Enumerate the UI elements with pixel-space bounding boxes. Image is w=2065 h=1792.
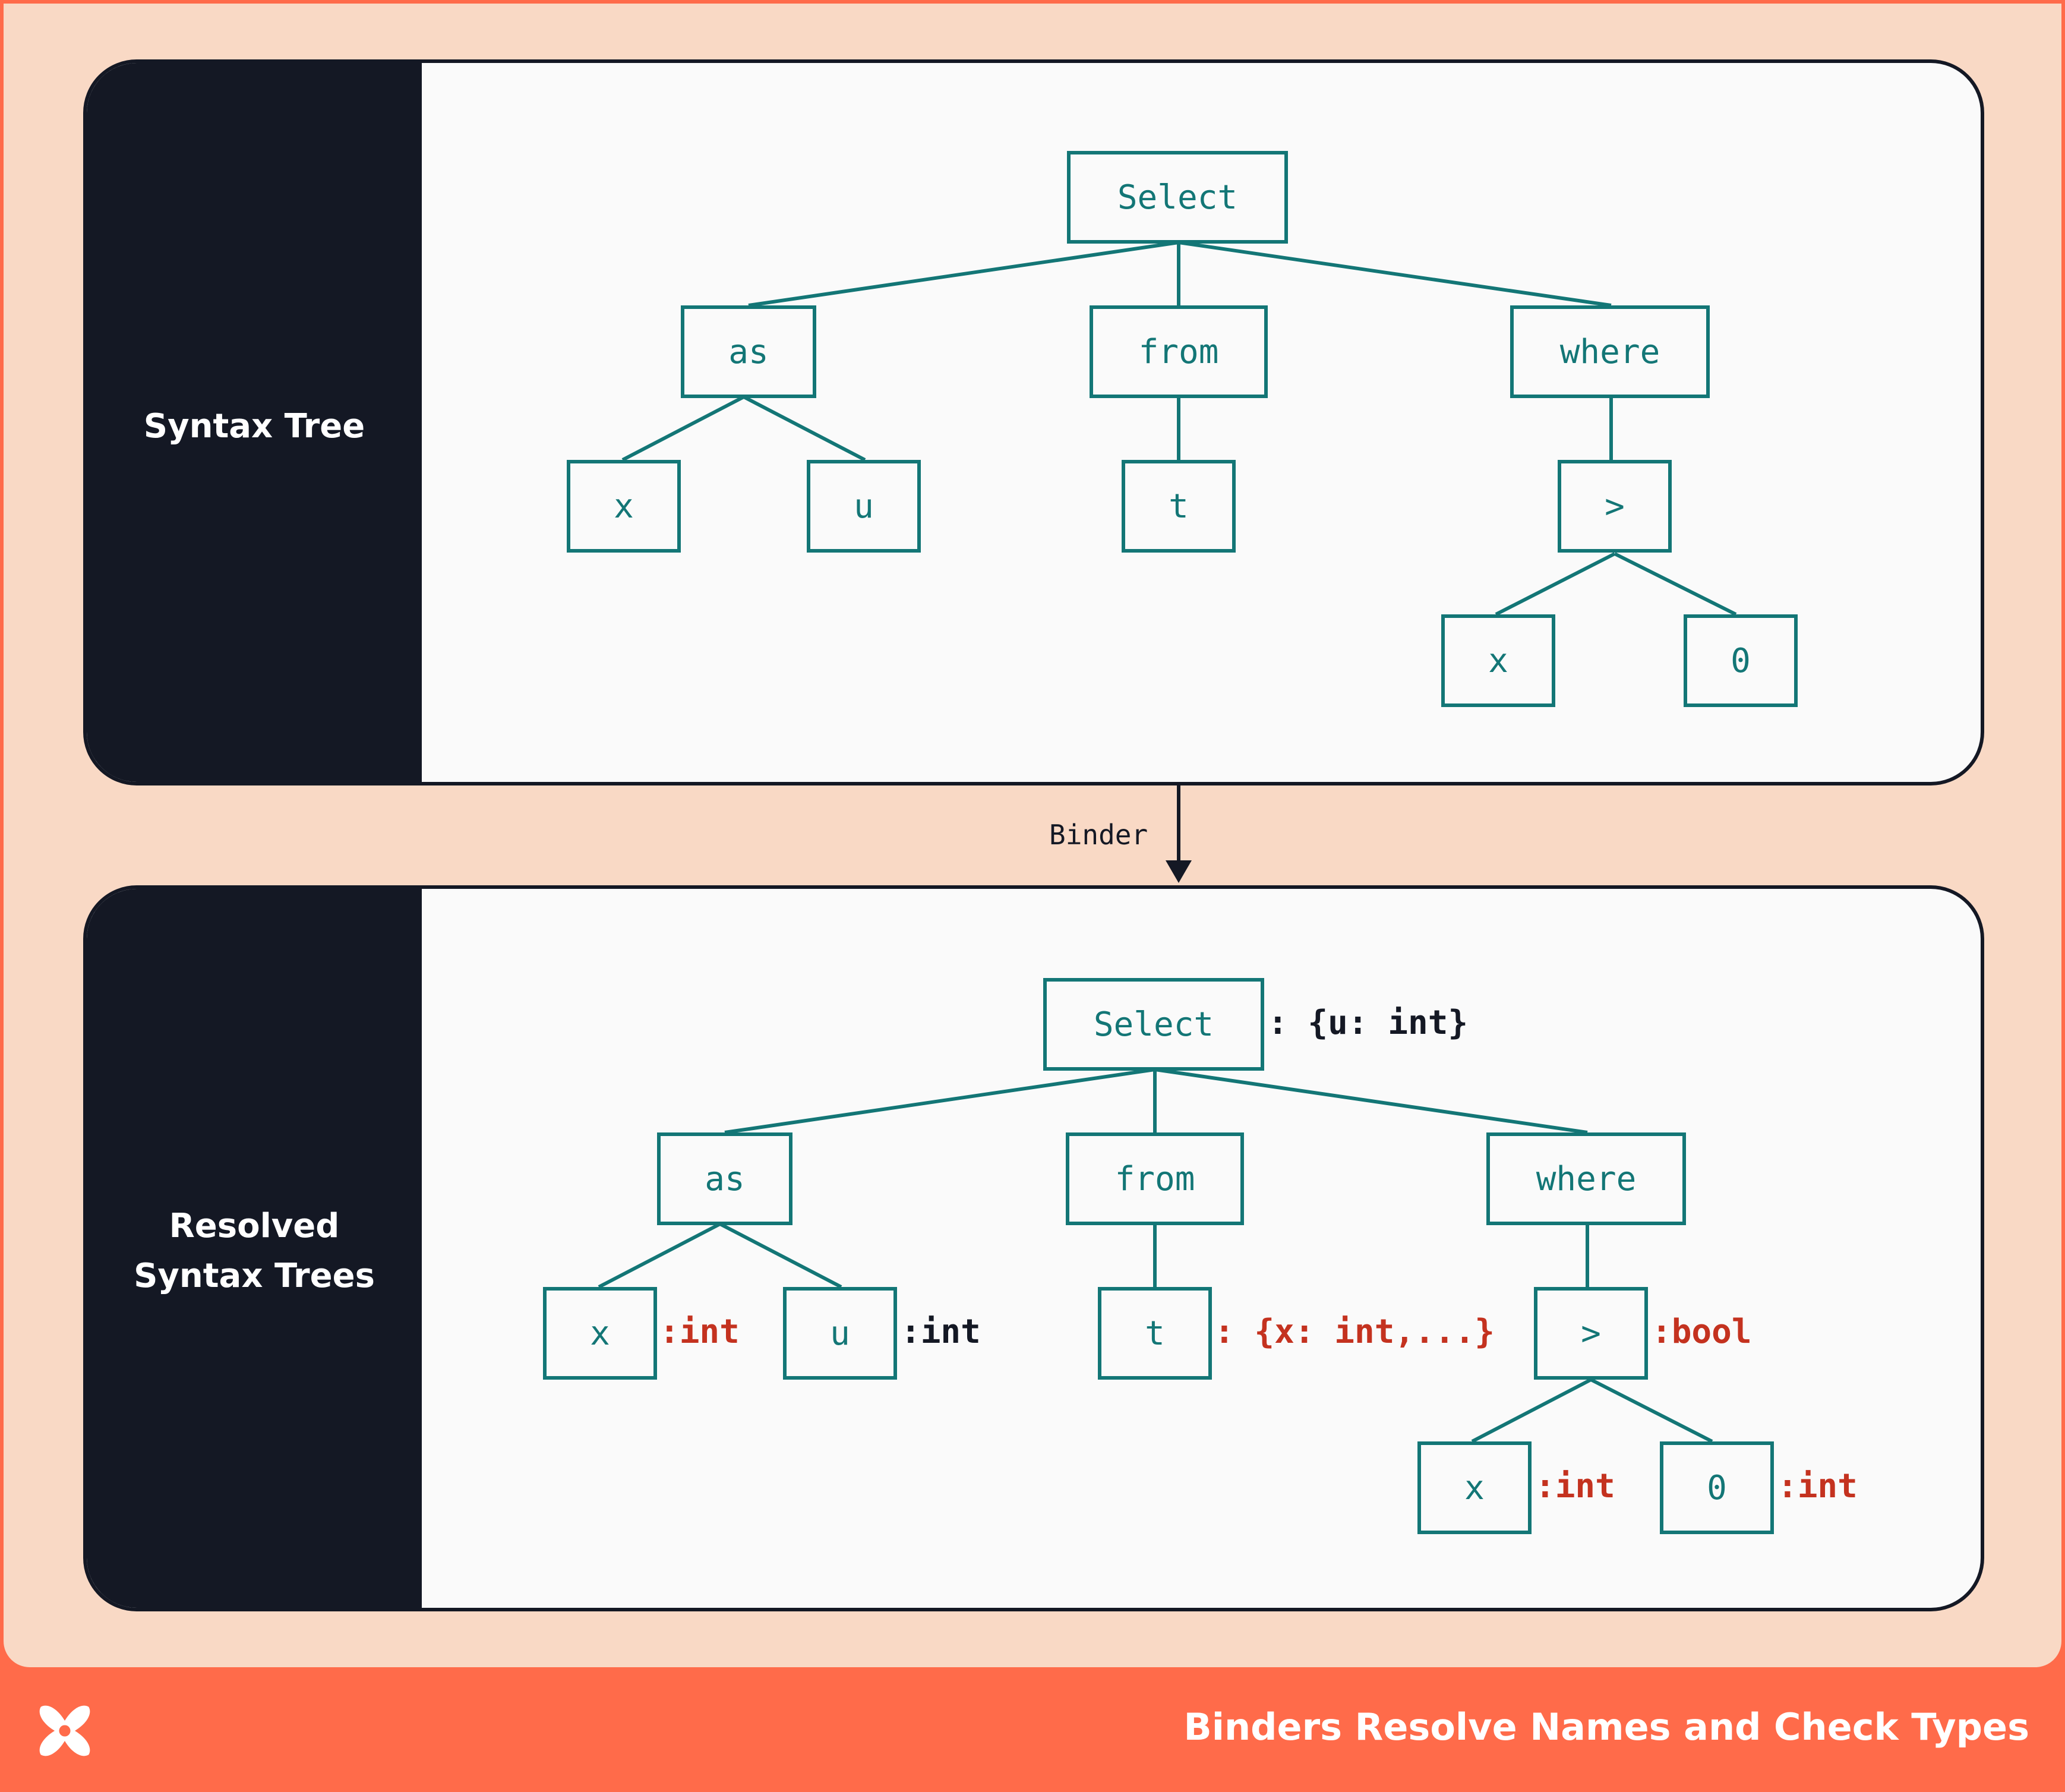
type-annotation-zero: :int [1777,1467,1858,1506]
type-annotation-t: : {x: int,...} [1214,1313,1495,1351]
node-as: as [657,1132,792,1225]
node-x: x [543,1287,657,1380]
node-t: t [1122,460,1236,553]
type-annotation-u: :int [901,1313,981,1351]
node-t: t [1098,1287,1212,1380]
node-x: x [1417,1441,1532,1534]
type-annotation-x: :int [1535,1467,1615,1506]
node-zero: 0 [1684,614,1798,707]
edge-gt-zero [1590,1378,1713,1443]
syntax-tree-sidebar: Syntax Tree [87,63,422,782]
edge-gt-x [1495,552,1616,616]
binder-arrowhead [1166,860,1192,883]
node-u: u [783,1287,897,1380]
node-x: x [1441,614,1555,707]
node-where: where [1486,1132,1686,1225]
edge-gt-x [1471,1378,1592,1443]
edge-select-where [1178,241,1612,307]
type-annotation-x: :int [659,1313,740,1351]
node-where: where [1510,305,1710,398]
syntax-tree-panel: Syntax Tree [83,59,1984,785]
node-from: from [1066,1132,1244,1225]
edge-as-x [598,1222,721,1289]
node-as: as [681,305,816,398]
type-annotation-greater-than: :bool [1652,1313,1752,1351]
node-from: from [1090,305,1268,398]
type-annotation-select: : {u: int} [1268,1004,1469,1042]
edge-select-where [1154,1068,1588,1134]
x-logo-icon [39,1705,90,1756]
binder-label: Binder [1049,819,1148,851]
node-select: Select [1067,151,1288,244]
edge-select-as [724,1068,1155,1134]
node-zero: 0 [1660,1441,1774,1534]
edge-as-u [719,1222,842,1289]
edge-select-as [748,241,1179,307]
resolved-syntax-trees-label: Resolved Syntax Trees [134,1207,375,1295]
node-greater-than: > [1558,460,1672,553]
resolved-syntax-trees-sidebar: Resolved Syntax Trees [87,889,422,1608]
edge-as-x [621,395,745,462]
node-greater-than: > [1534,1287,1648,1380]
footer-title: Binders Resolve Names and Check Types [1183,1705,2030,1749]
node-u: u [807,460,921,553]
node-select: Select [1043,978,1264,1071]
edge-as-u [743,395,866,462]
node-x: x [567,460,681,553]
syntax-tree-label: Syntax Tree [143,407,365,446]
resolved-syntax-trees-panel: Resolved Syntax Trees [83,885,1984,1611]
edge-gt-zero [1614,552,1737,616]
